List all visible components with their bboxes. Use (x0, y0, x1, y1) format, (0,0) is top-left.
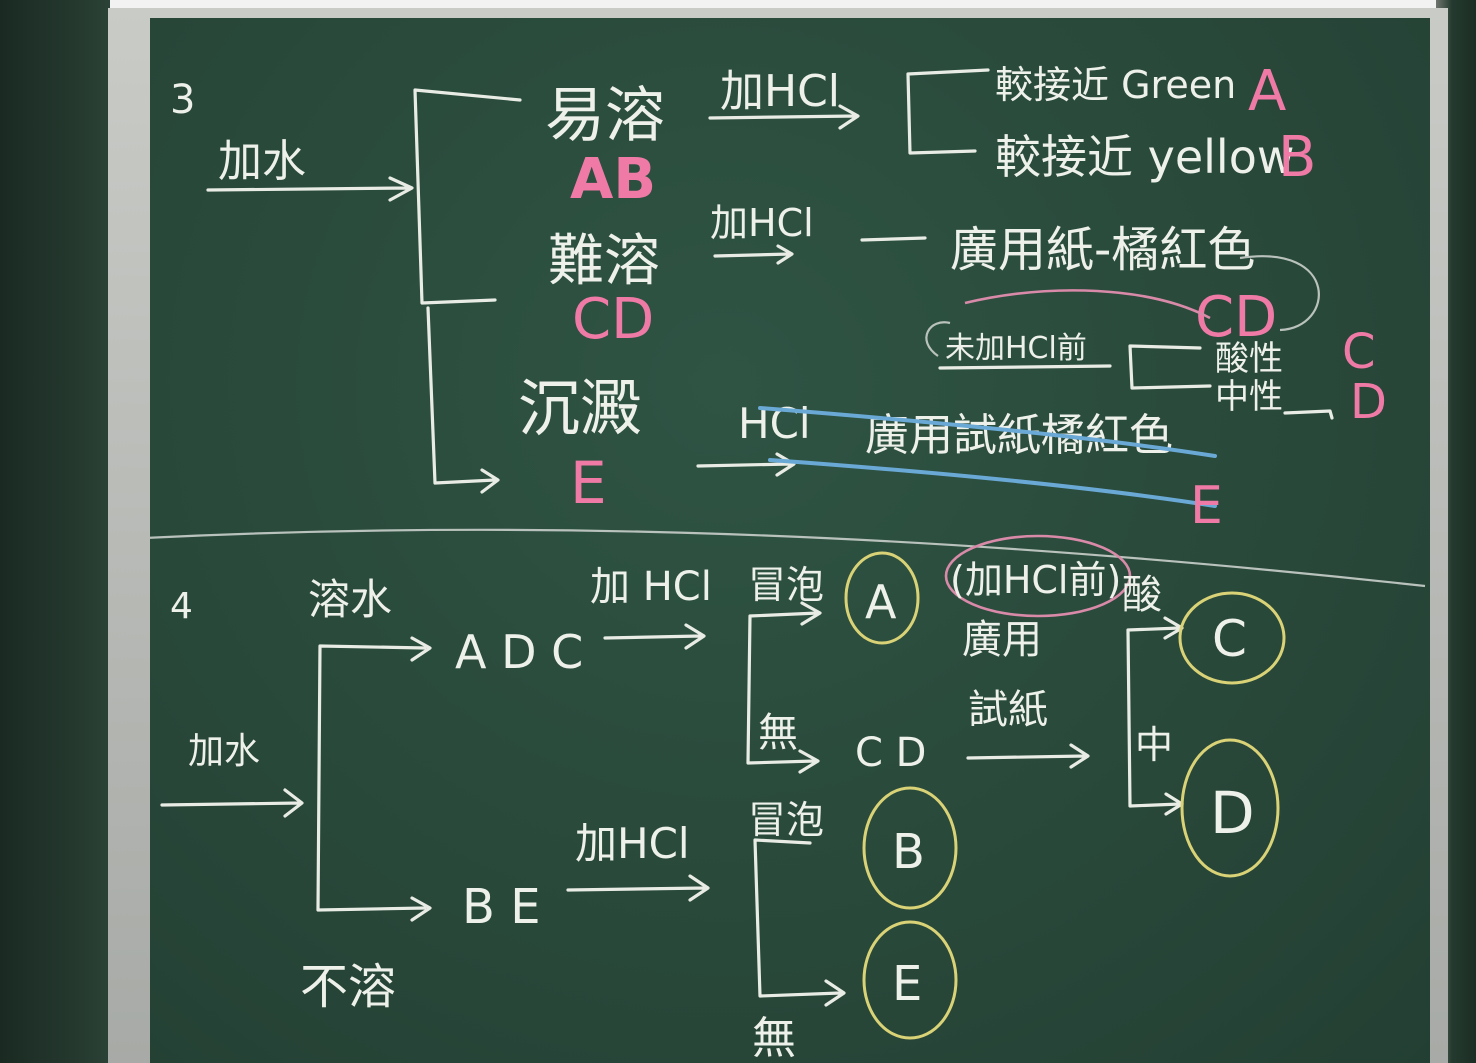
s3-note-underline (938, 364, 1112, 370)
s4-res-d: D (1210, 779, 1255, 847)
s3-note-curve (925, 321, 951, 357)
s3-easy-arrow (708, 104, 860, 130)
s3-ppt-letter-end: E (1190, 476, 1223, 536)
s3-acid-split (1128, 344, 1212, 390)
s3-neutral-tick (1283, 409, 1334, 420)
s4-bubbles1: 冒泡 (748, 563, 824, 607)
s3-letter-b: B (1278, 125, 1316, 190)
s3-hard-result: 廣用紙-橘紅色 (950, 222, 1255, 278)
s3-result-yellow: 較接近 yellow (995, 130, 1294, 184)
s3-easy-split (906, 68, 990, 155)
s4-none2: 無 (752, 1013, 796, 1063)
s4-neutral: 中 (1135, 723, 1173, 767)
s4-circle-d (1180, 738, 1280, 878)
s4-start-arrow (160, 788, 304, 818)
s3-hard-reagent: 加HCl (710, 201, 814, 245)
s3-start-label: 加水 (218, 136, 306, 187)
s3-bracket-bottom (426, 306, 500, 494)
s3-ppt-letter: E (570, 449, 607, 517)
s3-letter-d: D (1350, 374, 1387, 430)
s3-letter-c: C (1342, 324, 1376, 380)
s4-paper-arrow (966, 743, 1090, 769)
s4-paper1: 廣用 (962, 617, 1042, 663)
chalk-writing: 3 加水 易溶 AB 加HCl 較接近 Green A 較接近 yellow B… (150, 59, 1426, 1063)
s4-group2: B E (462, 879, 541, 935)
s3-neutral: 中性 (1215, 377, 1283, 417)
s3-blue-strike-2 (768, 458, 1217, 508)
s4-start-label: 加水 (188, 731, 260, 772)
s4-reagent1: 加 HCl (590, 564, 712, 610)
s4-circle-e (862, 920, 958, 1040)
s4-circle-a (844, 551, 920, 645)
s4-reagent2: 加HCl (575, 819, 690, 868)
s4-note-circle (944, 534, 1132, 618)
section-3-number: 3 (170, 77, 195, 123)
s3-bracket-top (413, 88, 522, 305)
s4-split1 (746, 611, 820, 774)
s3-ppt-crossed: 廣用試紙橘紅色 (865, 410, 1173, 461)
s3-hard-dash (860, 236, 927, 242)
s3-letter-a: A (1248, 59, 1286, 124)
section-divider (150, 528, 1426, 588)
s4-res-c: C (1212, 610, 1247, 668)
s4-split2 (753, 838, 846, 1007)
s4-circle-b (862, 786, 958, 910)
blackboard: 3 加水 易溶 AB 加HCl 較接近 Green A 較接近 yellow B… (150, 18, 1430, 1063)
s4-res-a: A (865, 575, 897, 629)
s4-reagent1-arrow (603, 623, 706, 650)
s3-hard-arrow (713, 244, 794, 265)
s4-reagent2-arrow (566, 874, 710, 902)
s4-circle-c (1178, 591, 1286, 685)
s3-easy-reagent: 加HCl (720, 66, 840, 117)
s3-acid: 酸性 (1215, 339, 1283, 379)
s3-ppt-arrow (696, 452, 796, 477)
s3-ppt-reagent: HCl (738, 399, 811, 448)
s4-bracket-heads (410, 636, 432, 922)
section-4-number: 4 (170, 586, 193, 627)
s4-soluble: 溶水 (308, 575, 392, 624)
s4-insoluble: 不溶 (300, 959, 396, 1015)
s4-note: (加HCl前) (950, 558, 1121, 602)
s4-res-b: B (892, 824, 925, 880)
s3-result-green: 較接近 Green (995, 63, 1236, 107)
s4-split1-head (800, 601, 822, 626)
s4-bracket (316, 644, 427, 912)
s4-acid: 酸 (1122, 572, 1162, 618)
s3-start-arrow (206, 176, 414, 202)
s3-hard-loop (1239, 255, 1320, 332)
s3-hard-label: 難溶 (548, 229, 660, 294)
s3-ppt-label: 沉澱 (518, 372, 642, 445)
s4-res-e: E (892, 956, 922, 1012)
s3-blue-strike-1 (758, 406, 1217, 458)
s4-bubbles2: 冒泡 (748, 798, 824, 842)
s4-res-cd: C D (855, 730, 926, 776)
s4-acid-split (1126, 626, 1182, 808)
s4-group1: A D C (455, 625, 583, 679)
s3-hard-letters: CD (572, 287, 654, 352)
s3-easy-label: 易溶 (545, 81, 665, 151)
s3-pink-curve (964, 289, 1211, 320)
s4-acid-split-heads (1163, 616, 1184, 816)
s3-note: 未加HCl前 (945, 331, 1087, 366)
classroom-wall-left (0, 0, 110, 1063)
s3-easy-letters: AB (570, 147, 656, 212)
s4-paper2: 試紙 (968, 687, 1048, 733)
s4-none1: 無 (758, 710, 798, 756)
